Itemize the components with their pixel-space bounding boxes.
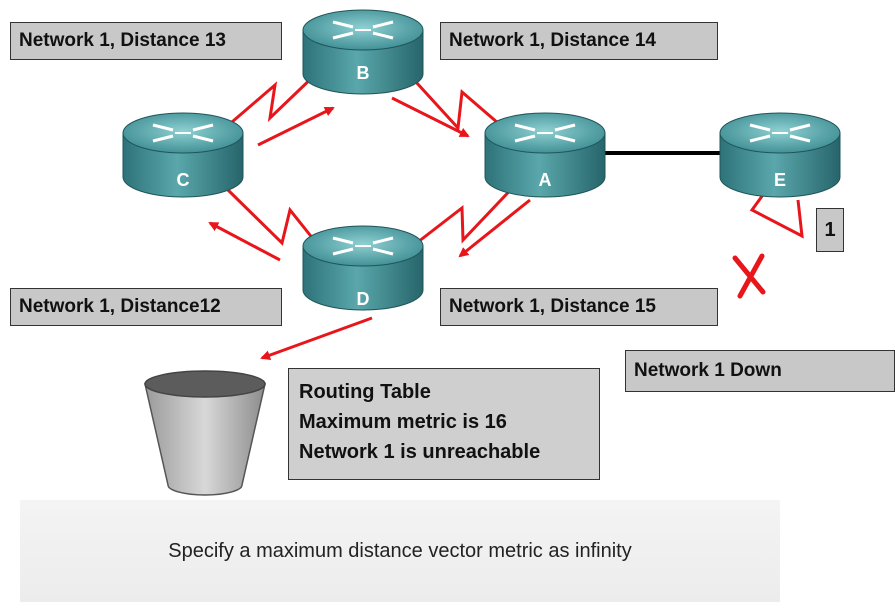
label-d-distance: Network 1, Distance12 (10, 288, 282, 326)
serial-links (224, 68, 804, 254)
arrow-b-to-a (391, 96, 470, 138)
link-c-b (224, 70, 320, 130)
router-d: D (301, 224, 425, 312)
link-failure-x-icon (732, 253, 766, 299)
caption-bar: Specify a maximum distance vector metric… (20, 500, 780, 602)
label-e-metric: 1 (816, 208, 844, 252)
router-a-label: A (539, 170, 552, 190)
arrow-d-to-bucket (260, 316, 373, 360)
router-c: C (121, 111, 245, 199)
arrow-a-to-d (458, 198, 531, 258)
label-b-distance: Network 1, Distance 14 (440, 22, 718, 60)
link-e-down (749, 191, 804, 239)
arrow-c-to-b (257, 106, 335, 147)
link-a-d (404, 178, 522, 254)
arrow-d-to-c (208, 221, 281, 262)
label-a-distance: Network 1, Distance 15 (440, 288, 718, 326)
link-c-d (226, 188, 320, 246)
router-a: A (483, 111, 607, 199)
router-e: E (718, 111, 842, 199)
caption-text: Specify a maximum distance vector metric… (168, 539, 632, 562)
bucket-icon (144, 370, 266, 496)
routing-table-box: Routing Table Maximum metric is 16 Netwo… (288, 368, 600, 480)
label-network-down: Network 1 Down (625, 350, 895, 392)
routing-table-title: Routing Table (299, 381, 431, 403)
router-c-label: C (177, 170, 190, 190)
routing-table-unreachable: Network 1 is unreachable (299, 441, 541, 463)
routing-table-max-metric: Maximum metric is 16 (299, 411, 507, 433)
link-b-a (403, 68, 521, 144)
router-b-label: B (357, 63, 370, 83)
router-b: B (301, 8, 425, 96)
update-arrows (208, 96, 531, 360)
router-d-label: D (357, 289, 370, 309)
router-e-label: E (774, 170, 786, 190)
label-c-distance: Network 1, Distance 13 (10, 22, 282, 60)
